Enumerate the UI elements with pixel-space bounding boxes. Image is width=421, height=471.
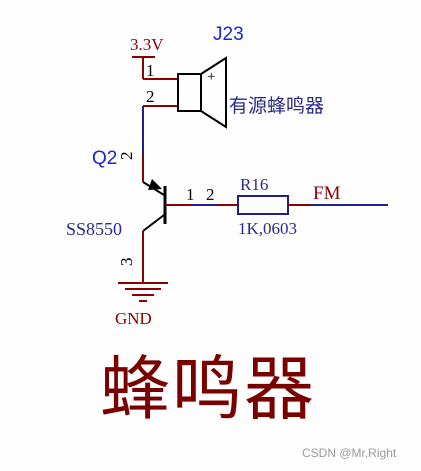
buzzer-body [177, 73, 202, 112]
watermark-text: CSDN @Mr,Right [302, 446, 397, 460]
q2-collector [142, 214, 165, 232]
buzzer-pin1-number: 1 [146, 61, 155, 80]
transistor-ref-label: Q2 [92, 148, 118, 169]
resistor-value-label: 1K,0603 [238, 219, 298, 238]
transistor-pin1-number: 1 [186, 185, 195, 204]
buzzer-horn [200, 56, 227, 129]
transistor-part-label: SS8550 [66, 219, 123, 239]
ground-label: GND [115, 309, 152, 328]
transistor-pin2-number: 2 [117, 151, 136, 161]
resistor-ref-label: R16 [240, 175, 269, 194]
buzzer-ref-label: J23 [213, 24, 244, 45]
caption-title: 蜂鸣器 [100, 352, 316, 429]
power-label: 3.3V [130, 35, 164, 54]
buzzer-plus-mark: + [207, 69, 216, 85]
resistor-pin2-number: 2 [206, 185, 215, 204]
r16-body [237, 195, 289, 215]
fm-net-label: FM [313, 183, 341, 204]
buzzer-name-label: 有源蜂鸣器 [229, 96, 325, 117]
buzzer-pin2-number: 2 [146, 87, 155, 106]
q2-emitter-arrow [148, 179, 162, 190]
transistor-pin3-number: 3 [117, 257, 136, 267]
